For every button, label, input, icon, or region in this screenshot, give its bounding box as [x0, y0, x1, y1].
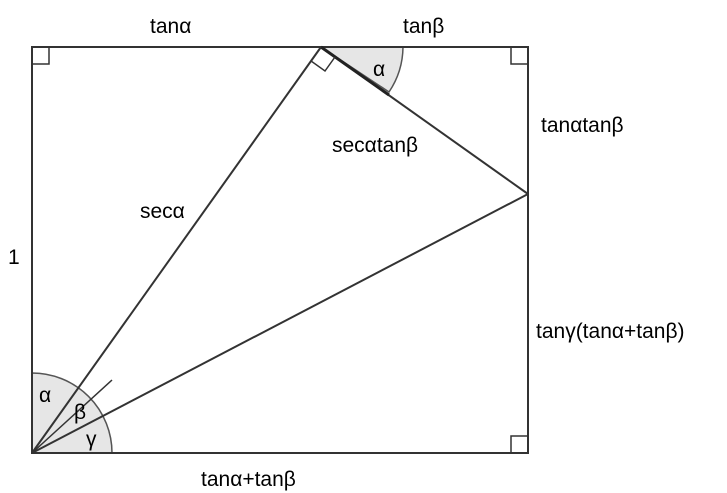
label-bottom: tanα+tanβ	[201, 468, 296, 491]
label-left: 1	[8, 246, 20, 269]
right-angle-marker-top-vertex	[309, 46, 336, 73]
label-top-left: tanα	[150, 15, 191, 38]
label-sec-alpha: secα	[140, 200, 185, 223]
right-angle-marker-top-left	[32, 47, 50, 65]
angle-label-bottom-alpha: α	[39, 384, 51, 407]
label-sec-alpha-tan-beta: secαtanβ	[332, 134, 418, 157]
line-sec-alpha-tan-beta-highlight	[320, 45, 390, 97]
angle-label-top-alpha: α	[373, 58, 385, 81]
angle-sector-bottom-left	[31, 372, 113, 454]
line-diagonal	[31, 193, 529, 454]
label-right-bottom: tanγ(tanα+tanβ)	[536, 320, 685, 343]
angle-sector-top-alpha	[318, 46, 404, 94]
label-top-right: tanβ	[403, 15, 444, 38]
label-right-top: tanαtanβ	[541, 114, 624, 137]
outer-rectangle	[31, 46, 529, 454]
right-angle-marker-bottom-right	[510, 435, 528, 453]
right-angle-marker-top-right	[510, 47, 528, 65]
angle-label-bottom-gamma: γ	[86, 428, 97, 451]
line-sec-alpha	[31, 46, 322, 454]
angle-arc-divider	[31, 379, 113, 454]
angle-label-bottom-beta: β	[74, 401, 86, 424]
